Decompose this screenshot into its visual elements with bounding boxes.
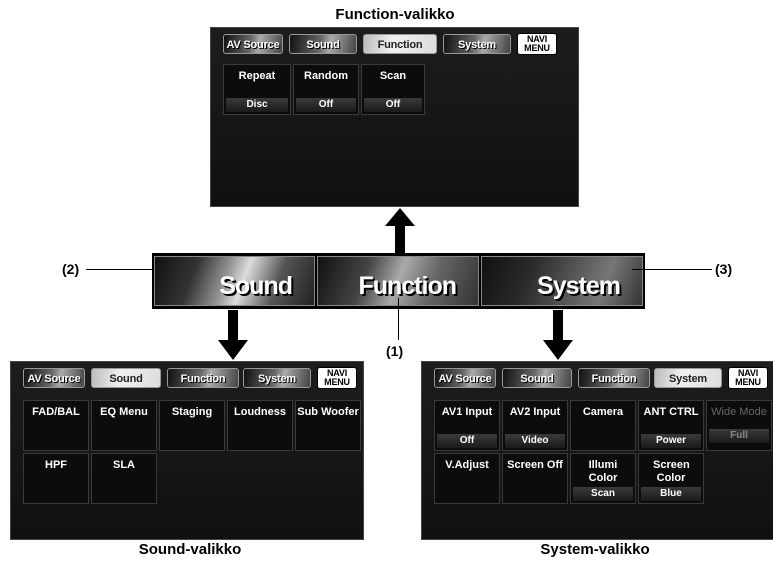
tab-av-source[interactable]: AV Source bbox=[223, 34, 283, 54]
illumi-color-value: Scan bbox=[573, 487, 633, 501]
hpf-label: HPF bbox=[45, 459, 67, 471]
random-value: Off bbox=[296, 98, 356, 112]
eq-menu-label: EQ Menu bbox=[100, 406, 148, 418]
sound-menu-screen: AV Source Sound Function System NAVI MEN… bbox=[10, 361, 364, 540]
av1-input-button[interactable]: AV1 Input Off bbox=[434, 400, 500, 451]
sub-woofer-label: Sub Woofer bbox=[297, 406, 359, 418]
pointer-label-2: (2) bbox=[62, 261, 80, 277]
ant-ctrl-label: ANT CTRL bbox=[643, 406, 699, 418]
ant-ctrl-value: Power bbox=[641, 434, 701, 448]
pointer-label-3: (3) bbox=[715, 261, 733, 277]
tab-function[interactable]: Function bbox=[363, 34, 437, 54]
illumi-color-button[interactable]: Illumi Color Scan bbox=[570, 453, 636, 504]
function-menu-caption: Function-valikko bbox=[335, 6, 455, 23]
staging-button[interactable]: Staging bbox=[159, 400, 225, 451]
wide-mode-value: Full bbox=[709, 429, 769, 443]
camera-button[interactable]: Camera bbox=[570, 400, 636, 451]
navi-menu-button[interactable]: NAVI MENU bbox=[317, 367, 357, 389]
screen-color-label: Screen Color bbox=[653, 459, 690, 484]
scan-value: Off bbox=[364, 98, 422, 112]
hpf-button[interactable]: HPF bbox=[23, 453, 89, 504]
navi-menu-button[interactable]: NAVI MENU bbox=[517, 33, 557, 55]
tab-av-source[interactable]: AV Source bbox=[23, 368, 85, 388]
staging-label: Staging bbox=[171, 406, 213, 418]
scan-label: Scan bbox=[379, 70, 407, 82]
sub-woofer-button[interactable]: Sub Woofer bbox=[295, 400, 361, 451]
tab-bar: AV Source Sound Function System NAVI MEN… bbox=[211, 28, 578, 58]
pointer-label-1: (1) bbox=[386, 343, 404, 359]
screen-color-value: Blue bbox=[641, 487, 701, 501]
loudness-label: Loudness bbox=[234, 406, 286, 418]
tab-system[interactable]: System bbox=[654, 368, 722, 388]
tab-function[interactable]: Function bbox=[578, 368, 650, 388]
av1-input-label: AV1 Input bbox=[441, 406, 493, 418]
arrow-down-left-icon bbox=[218, 310, 248, 360]
av2-input-label: AV2 Input bbox=[509, 406, 561, 418]
v-adjust-label: V.Adjust bbox=[445, 459, 489, 471]
random-label: Random bbox=[304, 70, 348, 82]
sound-menu-caption: Sound-valikko bbox=[138, 541, 242, 558]
wide-mode-button[interactable]: Wide Mode Full bbox=[706, 400, 772, 451]
main-tab-bar: Sound Function System bbox=[152, 253, 645, 309]
arrow-down-right-icon bbox=[543, 310, 573, 360]
tab-system[interactable]: System bbox=[243, 368, 311, 388]
navi-menu-button[interactable]: NAVI MENU bbox=[728, 367, 768, 389]
tab-sound[interactable]: Sound bbox=[502, 368, 572, 388]
fad-bal-label: FAD/BAL bbox=[32, 406, 80, 418]
pointer-line-3 bbox=[632, 269, 712, 270]
function-menu-screen: AV Source Sound Function System NAVI MEN… bbox=[210, 27, 579, 207]
sla-label: SLA bbox=[113, 459, 135, 471]
screen-off-button[interactable]: Screen Off bbox=[502, 453, 568, 504]
av2-input-value: Video bbox=[505, 434, 565, 448]
pointer-line-1 bbox=[398, 298, 399, 340]
tab-sound[interactable]: Sound bbox=[91, 368, 161, 388]
screen-color-button[interactable]: Screen Color Blue bbox=[638, 453, 704, 504]
eq-menu-button[interactable]: EQ Menu bbox=[91, 400, 157, 451]
fad-bal-button[interactable]: FAD/BAL bbox=[23, 400, 89, 451]
tab-function[interactable]: Function bbox=[167, 368, 239, 388]
scan-button[interactable]: Scan Off bbox=[361, 64, 425, 115]
repeat-label: Repeat bbox=[238, 70, 276, 82]
tab-system[interactable]: System bbox=[443, 34, 511, 54]
screen-off-label: Screen Off bbox=[507, 459, 563, 471]
main-tab-function[interactable]: Function bbox=[317, 256, 479, 306]
system-menu-screen: AV Source Sound Function System NAVI MEN… bbox=[421, 361, 773, 540]
camera-label: Camera bbox=[582, 406, 624, 418]
arrow-up-icon bbox=[385, 208, 415, 254]
random-button[interactable]: Random Off bbox=[293, 64, 359, 115]
main-tab-sound[interactable]: Sound bbox=[154, 256, 315, 306]
tab-av-source[interactable]: AV Source bbox=[434, 368, 496, 388]
sla-button[interactable]: SLA bbox=[91, 453, 157, 504]
loudness-button[interactable]: Loudness bbox=[227, 400, 293, 451]
main-tab-system[interactable]: System bbox=[481, 256, 643, 306]
illumi-color-label: Illumi Color bbox=[588, 459, 618, 484]
repeat-value: Disc bbox=[226, 98, 288, 112]
ant-ctrl-button[interactable]: ANT CTRL Power bbox=[638, 400, 704, 451]
tab-bar: AV Source Sound Function System NAVI MEN… bbox=[422, 362, 773, 392]
av2-input-button[interactable]: AV2 Input Video bbox=[502, 400, 568, 451]
system-menu-caption: System-valikko bbox=[540, 541, 650, 558]
v-adjust-button[interactable]: V.Adjust bbox=[434, 453, 500, 504]
av1-input-value: Off bbox=[437, 434, 497, 448]
repeat-button[interactable]: Repeat Disc bbox=[223, 64, 291, 115]
tab-bar: AV Source Sound Function System NAVI MEN… bbox=[11, 362, 363, 392]
tab-sound[interactable]: Sound bbox=[289, 34, 357, 54]
wide-mode-label: Wide Mode bbox=[711, 406, 767, 418]
pointer-line-2 bbox=[86, 269, 154, 270]
